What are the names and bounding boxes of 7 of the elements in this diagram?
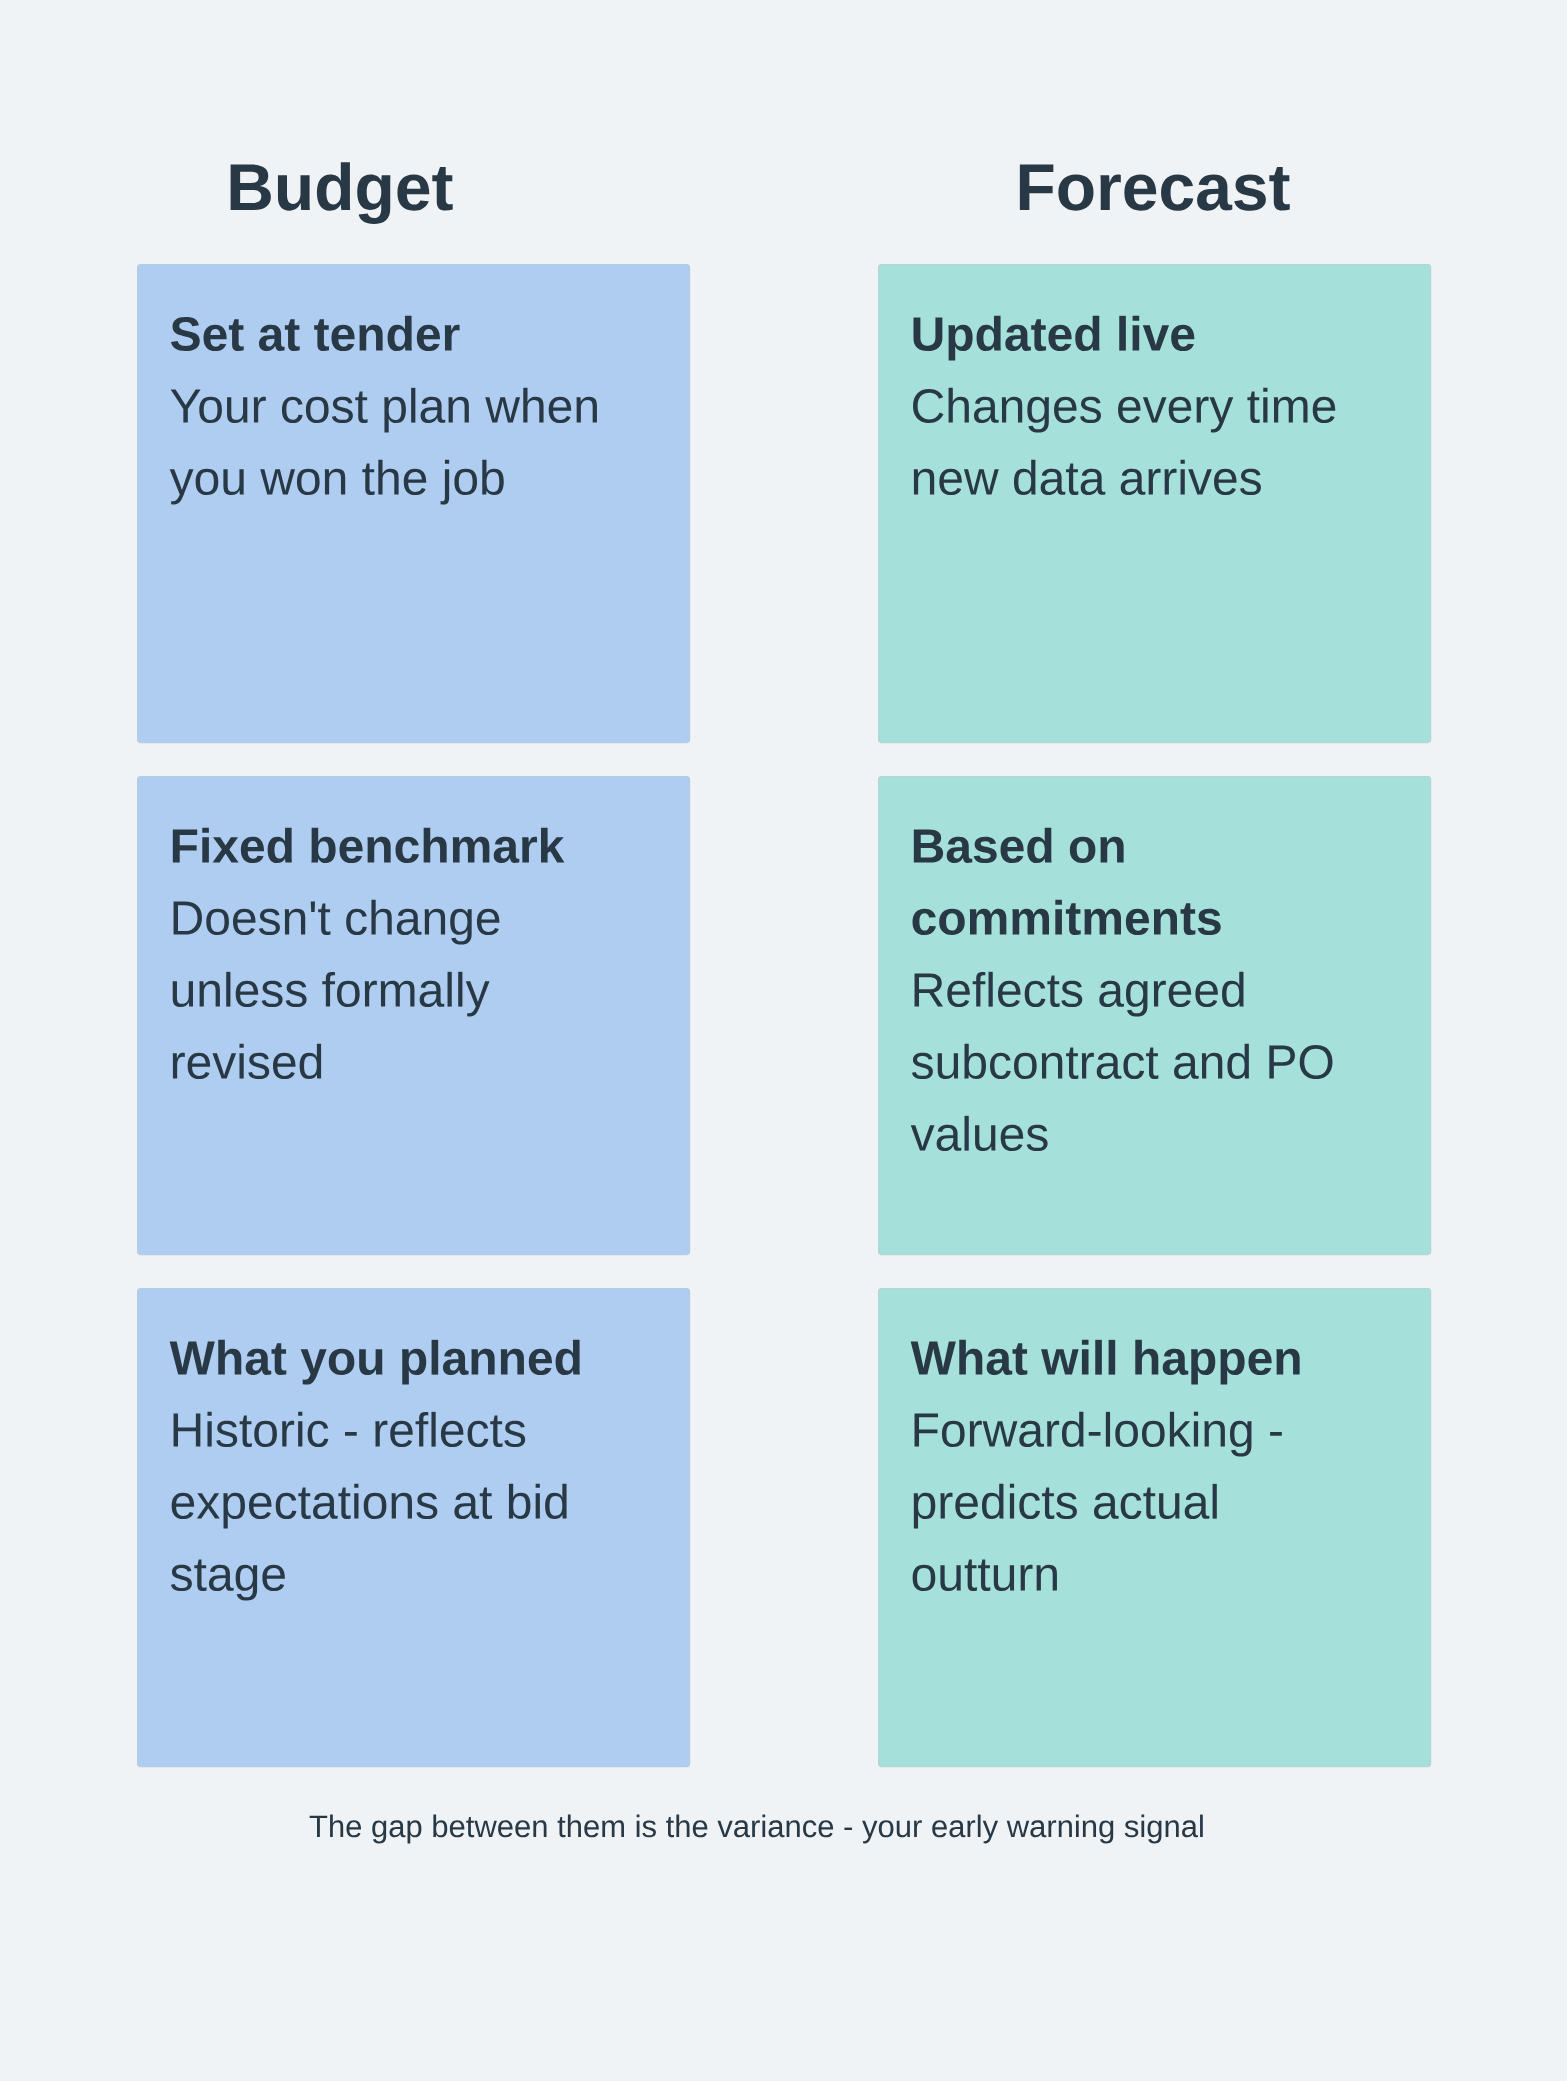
note-box: Updated live Changes every time new data arrives: [878, 264, 1432, 744]
caption-text: The gap between them is the variance - your early warning signal: [309, 1814, 1203, 1844]
note-box: Based on commitments Reflects agreed subcontract and PO values: [878, 776, 1432, 1256]
note-box: What will happen Forward-looking - predicts actual outturn: [878, 1288, 1432, 1768]
note-box: Fixed benchmark Doesn't change unless formally revised: [137, 776, 691, 1256]
note-box: Set at tender Your cost plan when you won the job: [137, 264, 691, 744]
note-box: What you planned Historic - reflects expectations at bid stage: [137, 1288, 691, 1768]
